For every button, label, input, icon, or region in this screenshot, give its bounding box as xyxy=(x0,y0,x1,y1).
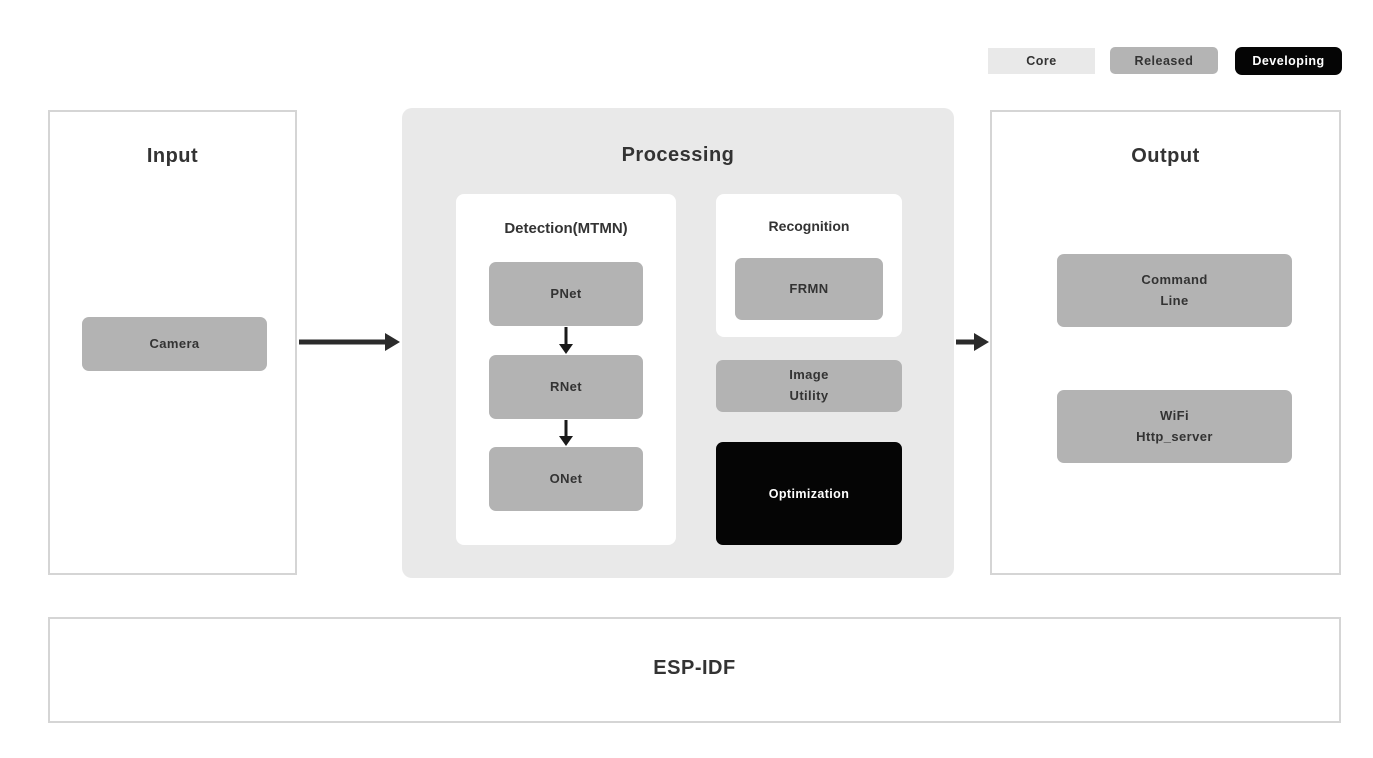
legend-developing: Developing xyxy=(1235,47,1342,75)
output-title: Output xyxy=(1131,145,1200,167)
arrow-shaft xyxy=(564,327,568,345)
legend-released: Released xyxy=(1110,47,1218,74)
arrow-head-icon xyxy=(385,333,400,351)
arrow-input-to-processing xyxy=(299,333,400,351)
output-panel: Output Command Line WiFi Http_server xyxy=(990,110,1341,575)
espidf-panel: ESP-IDF xyxy=(48,617,1341,723)
arrow-shaft xyxy=(564,420,568,437)
wifi-http-server-node: WiFi Http_server xyxy=(1057,390,1292,463)
frmn-node: FRMN xyxy=(735,258,883,320)
command-line-node: Command Line xyxy=(1057,254,1292,327)
arrow-processing-to-output xyxy=(956,333,989,351)
recognition-title: Recognition xyxy=(768,218,850,234)
processing-title: Processing xyxy=(621,144,735,166)
pnet-node: PNet xyxy=(489,262,643,326)
processing-panel: Processing Detection(MTMN) PNet RNet ONe… xyxy=(402,108,954,578)
detection-group: Detection(MTMN) PNet RNet ONet xyxy=(456,194,676,545)
image-utility-node: Image Utility xyxy=(716,360,902,412)
arrow-head-icon xyxy=(559,344,573,354)
arrow-head-icon xyxy=(559,436,573,446)
camera-node: Camera xyxy=(82,317,267,371)
optimization-node: Optimization xyxy=(716,442,902,545)
legend-core: Core xyxy=(988,48,1095,74)
arrow-shaft xyxy=(299,339,386,345)
arrow-rnet-to-onet xyxy=(559,420,573,446)
arrow-head-icon xyxy=(974,333,989,351)
input-panel: Input Camera xyxy=(48,110,297,575)
recognition-group: Recognition FRMN xyxy=(716,194,902,337)
arrow-shaft xyxy=(956,339,975,345)
arrow-pnet-to-rnet xyxy=(559,327,573,354)
espidf-title: ESP-IDF xyxy=(653,657,736,679)
detection-title: Detection(MTMN) xyxy=(504,220,628,237)
rnet-node: RNet xyxy=(489,355,643,419)
input-title: Input xyxy=(146,145,199,167)
onet-node: ONet xyxy=(489,447,643,511)
